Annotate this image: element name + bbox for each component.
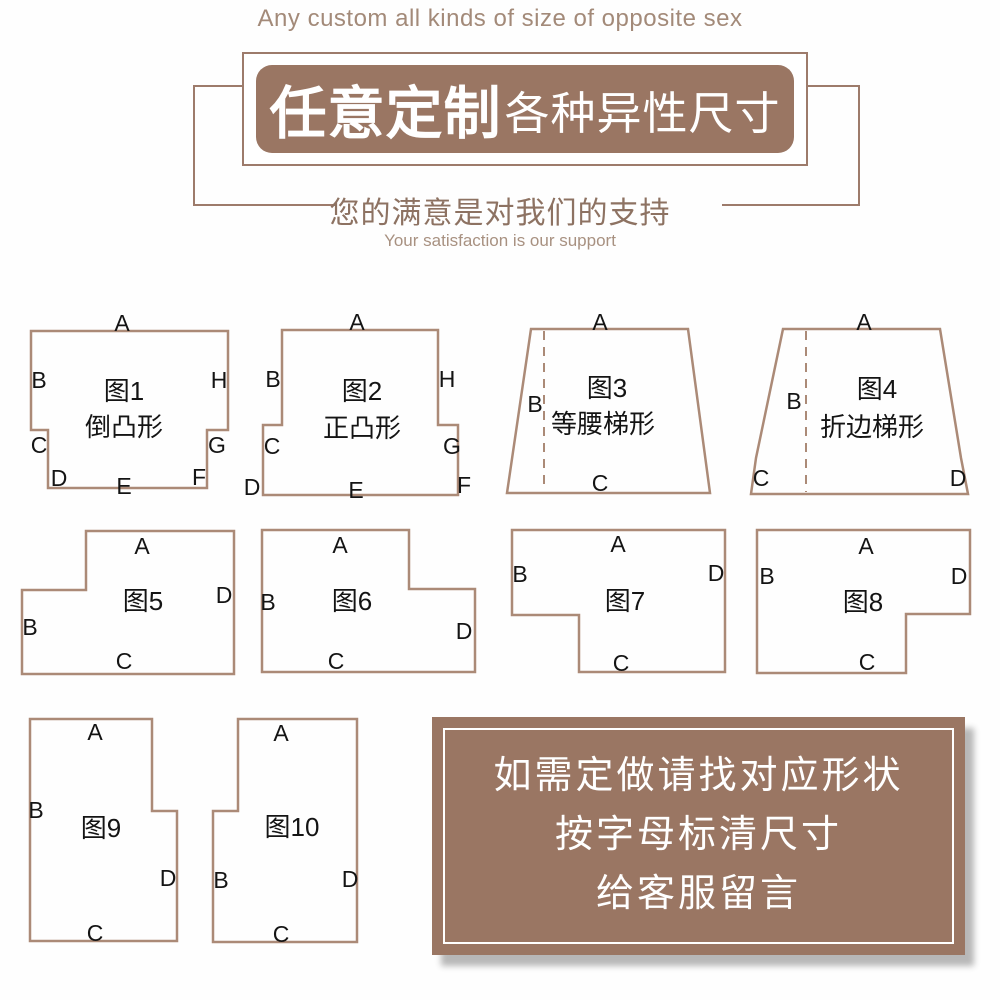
figure-7-label-D: D (708, 560, 725, 586)
figure-3-label-C: C (592, 470, 609, 496)
figure-7-label-B: B (512, 561, 527, 587)
frame-line-bottom-left (193, 204, 337, 206)
figure-1-label-B: B (31, 367, 46, 393)
figure-4-title: 图4 (857, 374, 897, 404)
figure-6-label-A: A (332, 532, 348, 558)
figure-4-label-A: A (856, 309, 872, 335)
banner-plate: 任意定制 各种异性尺寸 (256, 65, 794, 153)
figure-3-label-B: B (527, 391, 542, 417)
figure-8-title: 图8 (843, 587, 883, 617)
frame-line-top-left (193, 85, 242, 87)
instruction-text: 如需定做请找对应形状 按字母标清尺寸 给客服留言 (432, 747, 965, 924)
banner-subtitle: 各种异性尺寸 (504, 87, 781, 139)
figure-3-subtitle: 等腰梯形 (551, 409, 655, 439)
banner-title: 任意定制 (269, 82, 502, 146)
figure-7-label-A: A (610, 531, 626, 557)
figure-2-label-H: H (439, 366, 456, 392)
figure-5-diagram: A D B C 图5 (20, 529, 236, 676)
figure-1-label-A: A (114, 310, 130, 336)
figure-8-label-C: C (859, 649, 876, 675)
figure-3-label-A: A (592, 309, 608, 335)
figure-2-label-G: G (443, 433, 461, 459)
figure-6-title: 图6 (332, 586, 372, 616)
figure-2-label-F: F (457, 472, 471, 498)
figure-2-label-D: D (245, 474, 260, 500)
figure-2-diagram: A B H C G D E F 图2 正凸形 (245, 309, 471, 500)
tagline-english: Any custom all kinds of size of opposite… (257, 5, 743, 32)
figure-2-label-B: B (265, 366, 280, 392)
figure-5-label-A: A (134, 533, 150, 559)
figure-2-shape (261, 328, 460, 497)
figure-9-shape (28, 717, 179, 943)
figure-6-label-D: D (456, 618, 473, 644)
figure-10-shape (211, 717, 359, 944)
figure-7-label-C: C (613, 650, 630, 676)
instruction-line-2: 按字母标清尺寸 (554, 814, 842, 856)
figure-3-diagram: A B C 图3 等腰梯形 (505, 309, 712, 496)
figure-8-label-D: D (951, 563, 968, 589)
figure-10-title: 图10 (265, 812, 320, 842)
figure-10-diagram: A B D C 图10 (211, 717, 359, 947)
figure-5-label-B: B (22, 614, 37, 640)
figure-1-label-D: D (51, 465, 68, 491)
figure-5-title: 图5 (123, 586, 163, 616)
figure-4-label-B: B (786, 388, 801, 414)
figure-10-label-D: D (342, 866, 359, 892)
figure-1-title: 图1 (104, 376, 144, 406)
figure-9-title: 图9 (81, 813, 121, 843)
figure-2-title: 图2 (342, 376, 382, 406)
figure-10-label-B: B (213, 867, 228, 893)
frame-line-top-right (806, 85, 860, 87)
figure-6-label-B: B (260, 589, 275, 615)
figure-1-diagram: A B H C D E F G 图1 倒凸形 (29, 310, 230, 499)
figure-9-label-A: A (87, 719, 103, 745)
frame-line-left (193, 85, 195, 206)
figure-8-diagram: A B D C 图8 (755, 528, 972, 675)
figure-9-label-D: D (160, 865, 177, 891)
figure-1-label-G: G (208, 432, 226, 458)
frame-line-bottom-right (722, 204, 860, 206)
figure-6-diagram: A B D C 图6 (260, 528, 477, 674)
figure-7-diagram: A B D C 图7 (510, 528, 727, 676)
figure-1-label-C: C (31, 432, 48, 458)
figure-2-label-A: A (349, 309, 365, 335)
instruction-box: 如需定做请找对应形状 按字母标清尺寸 给客服留言 (432, 717, 965, 955)
slogan-english: Your satisfaction is our support (384, 231, 616, 250)
instruction-line-1: 如需定做请找对应形状 (493, 755, 904, 797)
figure-5-label-D: D (216, 582, 233, 608)
figure-8-shape (755, 528, 972, 675)
figure-5-label-C: C (116, 648, 133, 674)
figure-6-label-C: C (328, 648, 345, 674)
figure-1-label-F: F (192, 464, 206, 490)
frame-line-right (858, 85, 860, 206)
figure-5-shape (20, 529, 236, 676)
slogan-chinese: 您的满意是对我们的支持 (329, 197, 671, 230)
figure-2-label-C: C (264, 433, 281, 459)
figure-8-label-A: A (858, 533, 874, 559)
figure-2-label-E: E (348, 477, 363, 500)
figure-1-subtitle: 倒凸形 (85, 412, 163, 442)
figure-7-shape (510, 528, 727, 674)
figure-8-label-B: B (759, 563, 774, 589)
instruction-line-3: 给客服留言 (595, 873, 801, 915)
figure-9-diagram: A B D C 图9 (28, 717, 179, 946)
figure-10-label-A: A (273, 720, 289, 746)
figure-3-shape (505, 327, 712, 495)
figure-6-shape (260, 528, 477, 674)
figure-4-label-D: D (950, 465, 967, 491)
figure-7-title: 图7 (605, 586, 645, 616)
figure-2-subtitle: 正凸形 (323, 413, 401, 443)
figure-4-subtitle: 折边梯形 (820, 412, 924, 442)
banner: 任意定制 各种异性尺寸 (242, 52, 808, 166)
figure-9-label-B: B (28, 797, 43, 823)
figure-4-diagram: A B C D 图4 折边梯形 (749, 309, 970, 496)
figure-3-title: 图3 (587, 373, 627, 403)
figure-10-label-C: C (273, 921, 290, 947)
figure-1-shape (29, 329, 230, 490)
figure-1-label-E: E (116, 473, 131, 499)
figure-9-label-C: C (87, 920, 104, 946)
figure-1-label-H: H (211, 367, 228, 393)
figure-4-label-C: C (753, 465, 770, 491)
